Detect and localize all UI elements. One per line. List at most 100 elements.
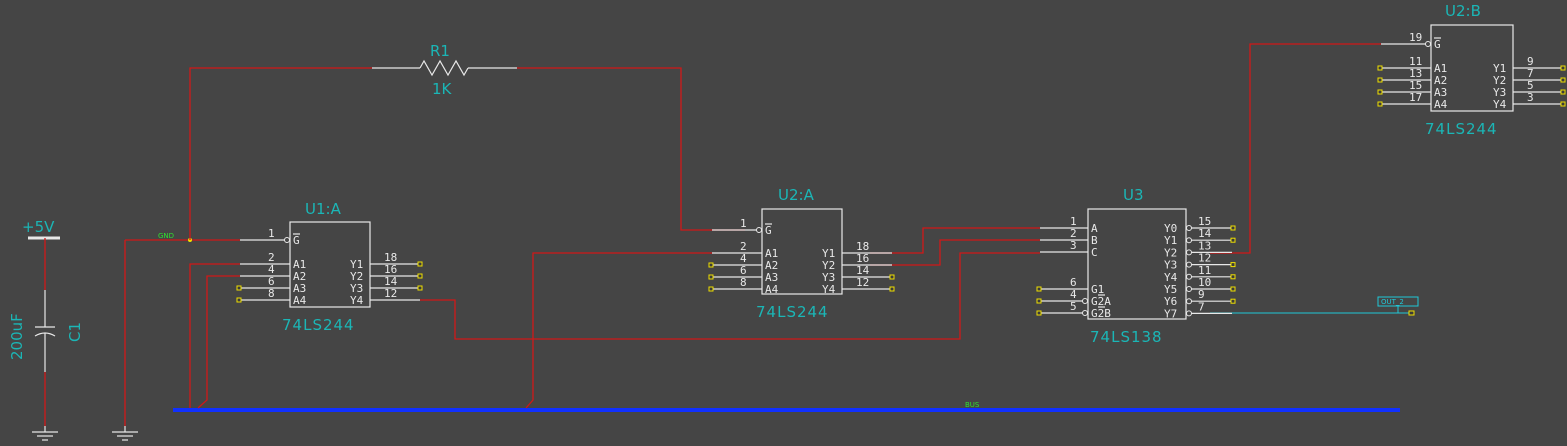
u3-out-num-14: 14 [1198, 227, 1212, 240]
u3-out-term-11[interactable] [1230, 274, 1236, 280]
u1a-out-num-14: 14 [384, 275, 398, 288]
u2a-part: 74LS244 [756, 303, 829, 321]
u1a-out-name-12: Y4 [350, 294, 364, 307]
u3-in-name-3: C [1091, 246, 1098, 259]
u2b-out-term-7[interactable] [1560, 77, 1566, 83]
u3-en-term-6[interactable] [1036, 286, 1042, 292]
u3-in-num-2: 2 [1070, 227, 1077, 240]
u1a-out-term-18[interactable] [417, 261, 423, 267]
u2b-out-term-9[interactable] [1560, 65, 1566, 71]
u2a-out-name-12: Y4 [822, 283, 836, 296]
u2b-in-num-13: 13 [1409, 67, 1422, 80]
u3-en-term-5[interactable] [1036, 310, 1042, 316]
u2b-out-term-5[interactable] [1560, 89, 1566, 95]
u3-out-name-9: Y6 [1164, 295, 1177, 308]
bus-net-label: BUS [965, 401, 980, 409]
u3-out-num-15: 15 [1198, 215, 1211, 228]
u1a-out-name-14: Y3 [350, 282, 363, 295]
u2b-in-term-13[interactable] [1377, 77, 1383, 83]
u3-en-name-5: G2B [1091, 307, 1111, 320]
u2b-out-num-9: 9 [1527, 55, 1534, 68]
u3-ref: U3 [1123, 186, 1144, 204]
power-label: +5V [22, 218, 55, 236]
u2a-out-name-14: Y3 [822, 271, 835, 284]
u3-out-term-14[interactable] [1230, 237, 1236, 243]
u3-out-name-14: Y1 [1164, 234, 1177, 247]
ground-symbol-gnd [112, 426, 138, 441]
u1a-ref: U1:A [305, 200, 342, 218]
u2b-in-term-17[interactable] [1377, 101, 1383, 107]
u2a-out-term-12[interactable] [889, 286, 895, 292]
u2a-in-term-8[interactable] [708, 286, 714, 292]
capacitor-c1[interactable]: C1 200uF [8, 290, 84, 372]
resistor-ref: R1 [430, 42, 450, 60]
out-net-text: OUT_2 [1381, 298, 1404, 306]
u3-out-term-9[interactable] [1230, 298, 1236, 304]
u3-out-term-10[interactable] [1230, 286, 1236, 292]
u1a-out-name-16: Y2 [350, 270, 363, 283]
u3-out-num-11: 11 [1198, 264, 1211, 277]
u2a-out-num-16: 16 [856, 252, 869, 265]
u2b-in-num-15: 15 [1409, 79, 1422, 92]
u3-body [1087, 208, 1187, 320]
u2a-out-name-18: Y1 [822, 247, 835, 260]
u1a-out-term-16[interactable] [417, 273, 423, 279]
u1a-out-num-12: 12 [384, 287, 397, 300]
u2b-in-term-15[interactable] [1377, 89, 1383, 95]
u1a-out-term-14[interactable] [417, 285, 423, 291]
u3-out-term-15[interactable] [1230, 225, 1236, 231]
u2a-out-num-14: 14 [856, 264, 870, 277]
u2a-gate-name: G [765, 224, 772, 237]
u2a-in-num-2: 2 [740, 240, 747, 253]
u1a-in-term-6[interactable] [236, 285, 242, 291]
u3-in-name-2: B [1091, 234, 1098, 247]
u1a-out-name-18: Y1 [350, 258, 363, 271]
u2a-in-term-4[interactable] [708, 262, 714, 268]
u1a-in-num-8: 8 [268, 287, 275, 300]
u2a-out-name-16: Y2 [822, 259, 835, 272]
u1a-out-num-18: 18 [384, 251, 397, 264]
power-supply-5v[interactable]: +5V [22, 218, 60, 290]
u2a-gate-num: 1 [740, 217, 747, 230]
u3-en-name-4: G2A [1091, 295, 1111, 308]
u3-out-num-7: 7 [1198, 300, 1205, 313]
u1a-in-num-6: 6 [268, 275, 275, 288]
resistor-value: 1K [432, 80, 453, 98]
u3-out-num-13: 13 [1198, 239, 1211, 252]
u2a-ref: U2:A [778, 186, 815, 204]
u2b-gate-num: 19 [1409, 31, 1422, 44]
u2a-in-num-4: 4 [740, 252, 747, 265]
u2a-body [761, 208, 843, 295]
u3-en-name-6: G1 [1091, 283, 1104, 296]
u2b-out-name-3: Y4 [1493, 98, 1507, 111]
u2b-out-num-3: 3 [1527, 91, 1534, 104]
u2b-in-num-17: 17 [1409, 91, 1422, 104]
u1a-gate-name: G [293, 234, 300, 247]
u3-en-num-5: 5 [1070, 300, 1077, 313]
u2a-out-term-14[interactable] [889, 274, 895, 280]
u3-en-num-4: 4 [1070, 288, 1077, 301]
u2a-in-term-6[interactable] [708, 274, 714, 280]
u2a-in-name-4: A2 [765, 259, 778, 272]
u2a-out-num-18: 18 [856, 240, 869, 253]
u1a-part: 74LS244 [282, 316, 355, 334]
u2b-out-term-3[interactable] [1560, 101, 1566, 107]
u3-out-num-12: 12 [1198, 252, 1211, 265]
u3-in-num-1: 1 [1070, 215, 1077, 228]
u3-en-term-4[interactable] [1036, 298, 1042, 304]
u2b-in-term-11[interactable] [1377, 65, 1383, 71]
capacitor-value: 200uF [8, 313, 26, 360]
u2b-in-name-15: A3 [1434, 86, 1447, 99]
u2b-out-num-7: 7 [1527, 67, 1534, 80]
u3-out-term-12[interactable] [1230, 262, 1236, 268]
u1a-in-term-8[interactable] [236, 297, 242, 303]
u2b-out-num-5: 5 [1527, 79, 1534, 92]
u3-out-num-9: 9 [1198, 288, 1205, 301]
u2b-in-name-17: A4 [1434, 98, 1448, 111]
resistor-r1[interactable]: R1 1K [372, 42, 517, 98]
